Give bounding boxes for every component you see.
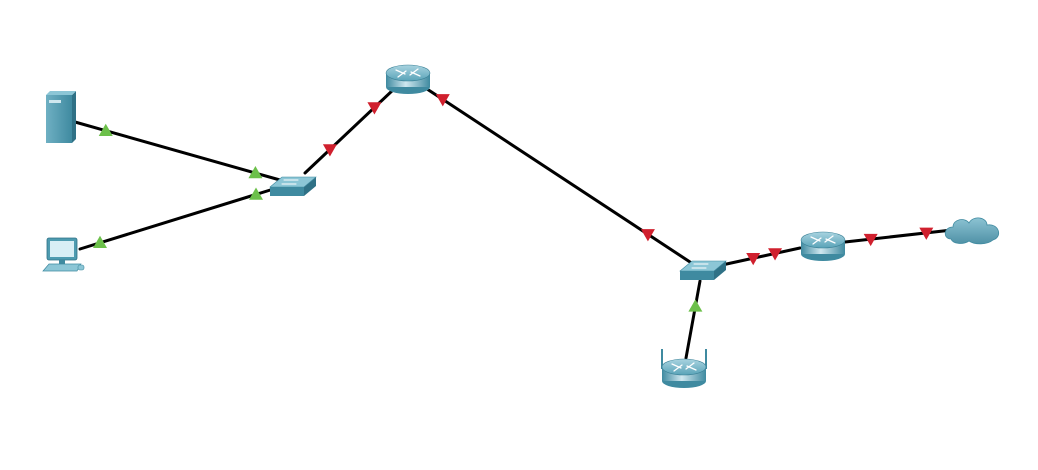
link-status-markers (93, 94, 934, 312)
link-status-down-marker (863, 233, 878, 247)
link-status-down-marker (768, 248, 783, 261)
devices-layer (42, 64, 1000, 388)
link-status-down-marker (435, 94, 450, 107)
link-status-up-marker (98, 123, 113, 136)
links-layer (73, 87, 954, 360)
router-icon[interactable] (385, 64, 431, 94)
wireless-router-icon[interactable] (661, 349, 707, 388)
switch-icon[interactable] (269, 176, 317, 196)
link-status-down-marker (746, 252, 761, 266)
link-status-down-marker (367, 102, 382, 115)
link-switch-right-router-right[interactable] (720, 246, 802, 267)
server-icon[interactable] (46, 91, 76, 143)
pc-icon[interactable] (42, 237, 85, 272)
link-status-up-marker (249, 187, 263, 200)
link-pc-switch-left[interactable] (78, 185, 282, 251)
link-status-down-marker (640, 229, 655, 242)
link-switch-left-router-top[interactable] (303, 87, 396, 175)
link-router-right-cloud[interactable] (843, 228, 954, 244)
link-status-up-marker (93, 235, 107, 249)
link-switch-right-wireless-router[interactable] (684, 279, 702, 360)
link-status-up-marker (248, 166, 263, 179)
switch-icon[interactable] (679, 260, 727, 280)
cloud-icon[interactable] (944, 217, 1000, 245)
link-status-up-marker (688, 299, 703, 312)
link-status-down-marker (919, 227, 934, 240)
link-status-down-marker (322, 144, 337, 157)
router-icon[interactable] (800, 231, 846, 261)
